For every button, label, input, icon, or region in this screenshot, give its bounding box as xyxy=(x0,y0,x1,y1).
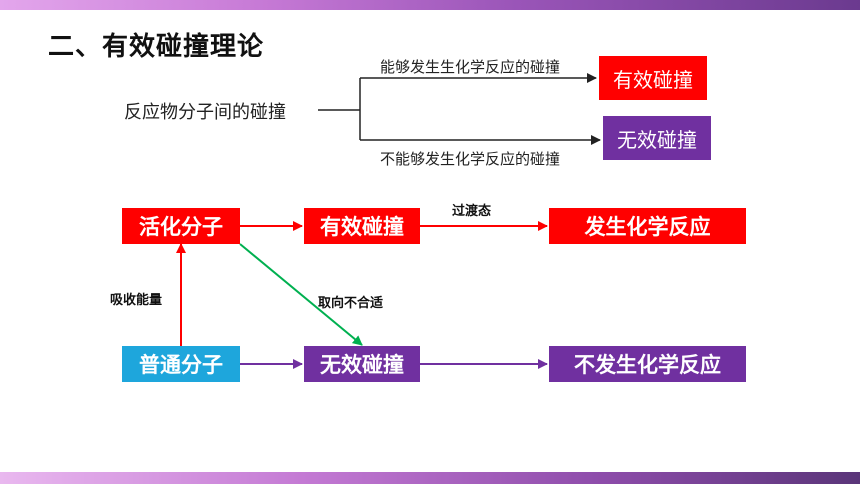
upper-branch-label: 能够发生生化学反应的碰撞 xyxy=(380,58,561,76)
lower-branch-label: 不能够发生化学反应的碰撞 xyxy=(380,150,561,168)
top-decorative-bar xyxy=(0,0,860,10)
bottom-decorative-bar xyxy=(0,472,860,484)
wrong-orientation-label: 取向不合适 xyxy=(318,296,384,311)
flow-effective-collision-box: 有效碰撞 xyxy=(304,208,420,244)
normal-molecules-box: 普通分子 xyxy=(122,346,240,382)
transition-state-label: 过渡态 xyxy=(452,204,492,219)
ineffective-collision-box: 无效碰撞 xyxy=(603,116,711,160)
effective-collision-box: 有效碰撞 xyxy=(599,56,707,100)
source-collision-text: 反应物分子间的碰撞 xyxy=(124,102,286,123)
absorb-energy-label: 吸收能量 xyxy=(110,293,163,308)
page-title: 二、有效碰撞理论 xyxy=(48,32,265,62)
activated-molecules-box: 活化分子 xyxy=(122,208,240,244)
arrow-wrong-orientation xyxy=(239,243,363,346)
flow-ineffective-collision-box: 无效碰撞 xyxy=(304,346,420,382)
no-reaction-box: 不发生化学反应 xyxy=(549,346,746,382)
chemical-reaction-box: 发生化学反应 xyxy=(549,208,746,244)
